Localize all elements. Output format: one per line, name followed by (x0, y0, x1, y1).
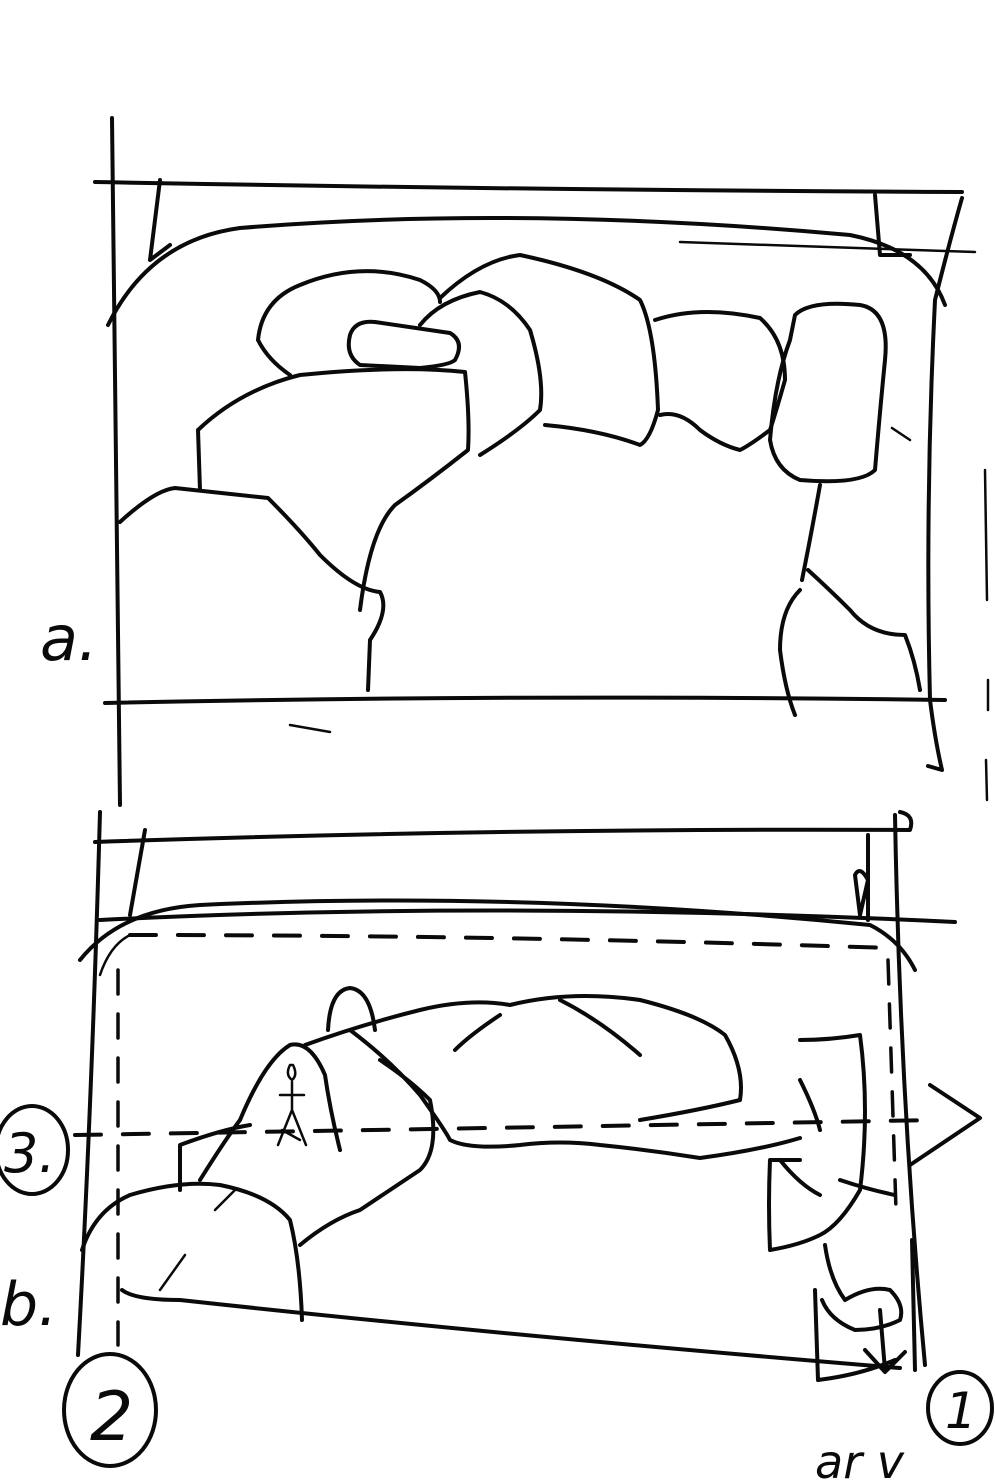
panel-b-left-edge (78, 812, 100, 1355)
marker-1: 1 (928, 1372, 992, 1444)
panel-a-bottom-edge (105, 698, 945, 703)
panel-b-sight-arrow (910, 1085, 980, 1165)
panel-a-pillar-tick (892, 428, 910, 440)
paper-edge-specks (985, 470, 988, 800)
marker-2-text: 2 (90, 1378, 133, 1457)
panel-a-ceiling-arch (108, 218, 945, 325)
marker-1-text: 1 (945, 1382, 977, 1440)
panel-b-right-post (855, 835, 868, 920)
panel-a-ceiling-line (680, 242, 975, 252)
panel-b-foreground-shade (160, 1190, 235, 1290)
panel-a-ground-right (780, 485, 920, 715)
panel-b-upper-ridge (455, 1000, 640, 1055)
panel-b-dashed-corner (100, 935, 130, 975)
panel-a-rock-1 (258, 271, 440, 375)
panel-a-rock-4 (440, 255, 658, 445)
panel-b-sight-line (75, 1120, 935, 1135)
panel-b-left-post (130, 830, 145, 915)
marker-3: 3. (0, 1106, 68, 1194)
panel-b-right-edge (895, 815, 925, 1365)
bottom-annotation: ar v (815, 1435, 905, 1481)
panel-a-rock-3 (420, 292, 541, 455)
panel-b-dashed-top (130, 935, 890, 948)
panel-b: b. (0, 812, 980, 1380)
panel-a-stray-mark (290, 725, 330, 732)
panel-a-left-corner-mark (150, 180, 170, 260)
panel-a-big-rock (198, 369, 469, 610)
panel-a-pillar (770, 304, 886, 482)
panel-b-label: b. (0, 1270, 57, 1340)
panel-a-ground-left (120, 488, 383, 690)
panel-b-top-edge (95, 812, 911, 842)
panel-b-dashed-right (888, 960, 896, 1210)
panel-a-rock-5 (655, 312, 785, 450)
panel-a-top-edge (95, 182, 962, 192)
marker-3-text: 3. (4, 1122, 56, 1185)
panel-b-ground-line (122, 1290, 900, 1368)
panel-a: a. (40, 118, 975, 805)
panel-a-label: a. (40, 602, 98, 675)
panel-a-right-corner-mark (875, 195, 910, 255)
panel-a-rock-2 (349, 322, 459, 368)
marker-2: 2 (64, 1354, 156, 1466)
